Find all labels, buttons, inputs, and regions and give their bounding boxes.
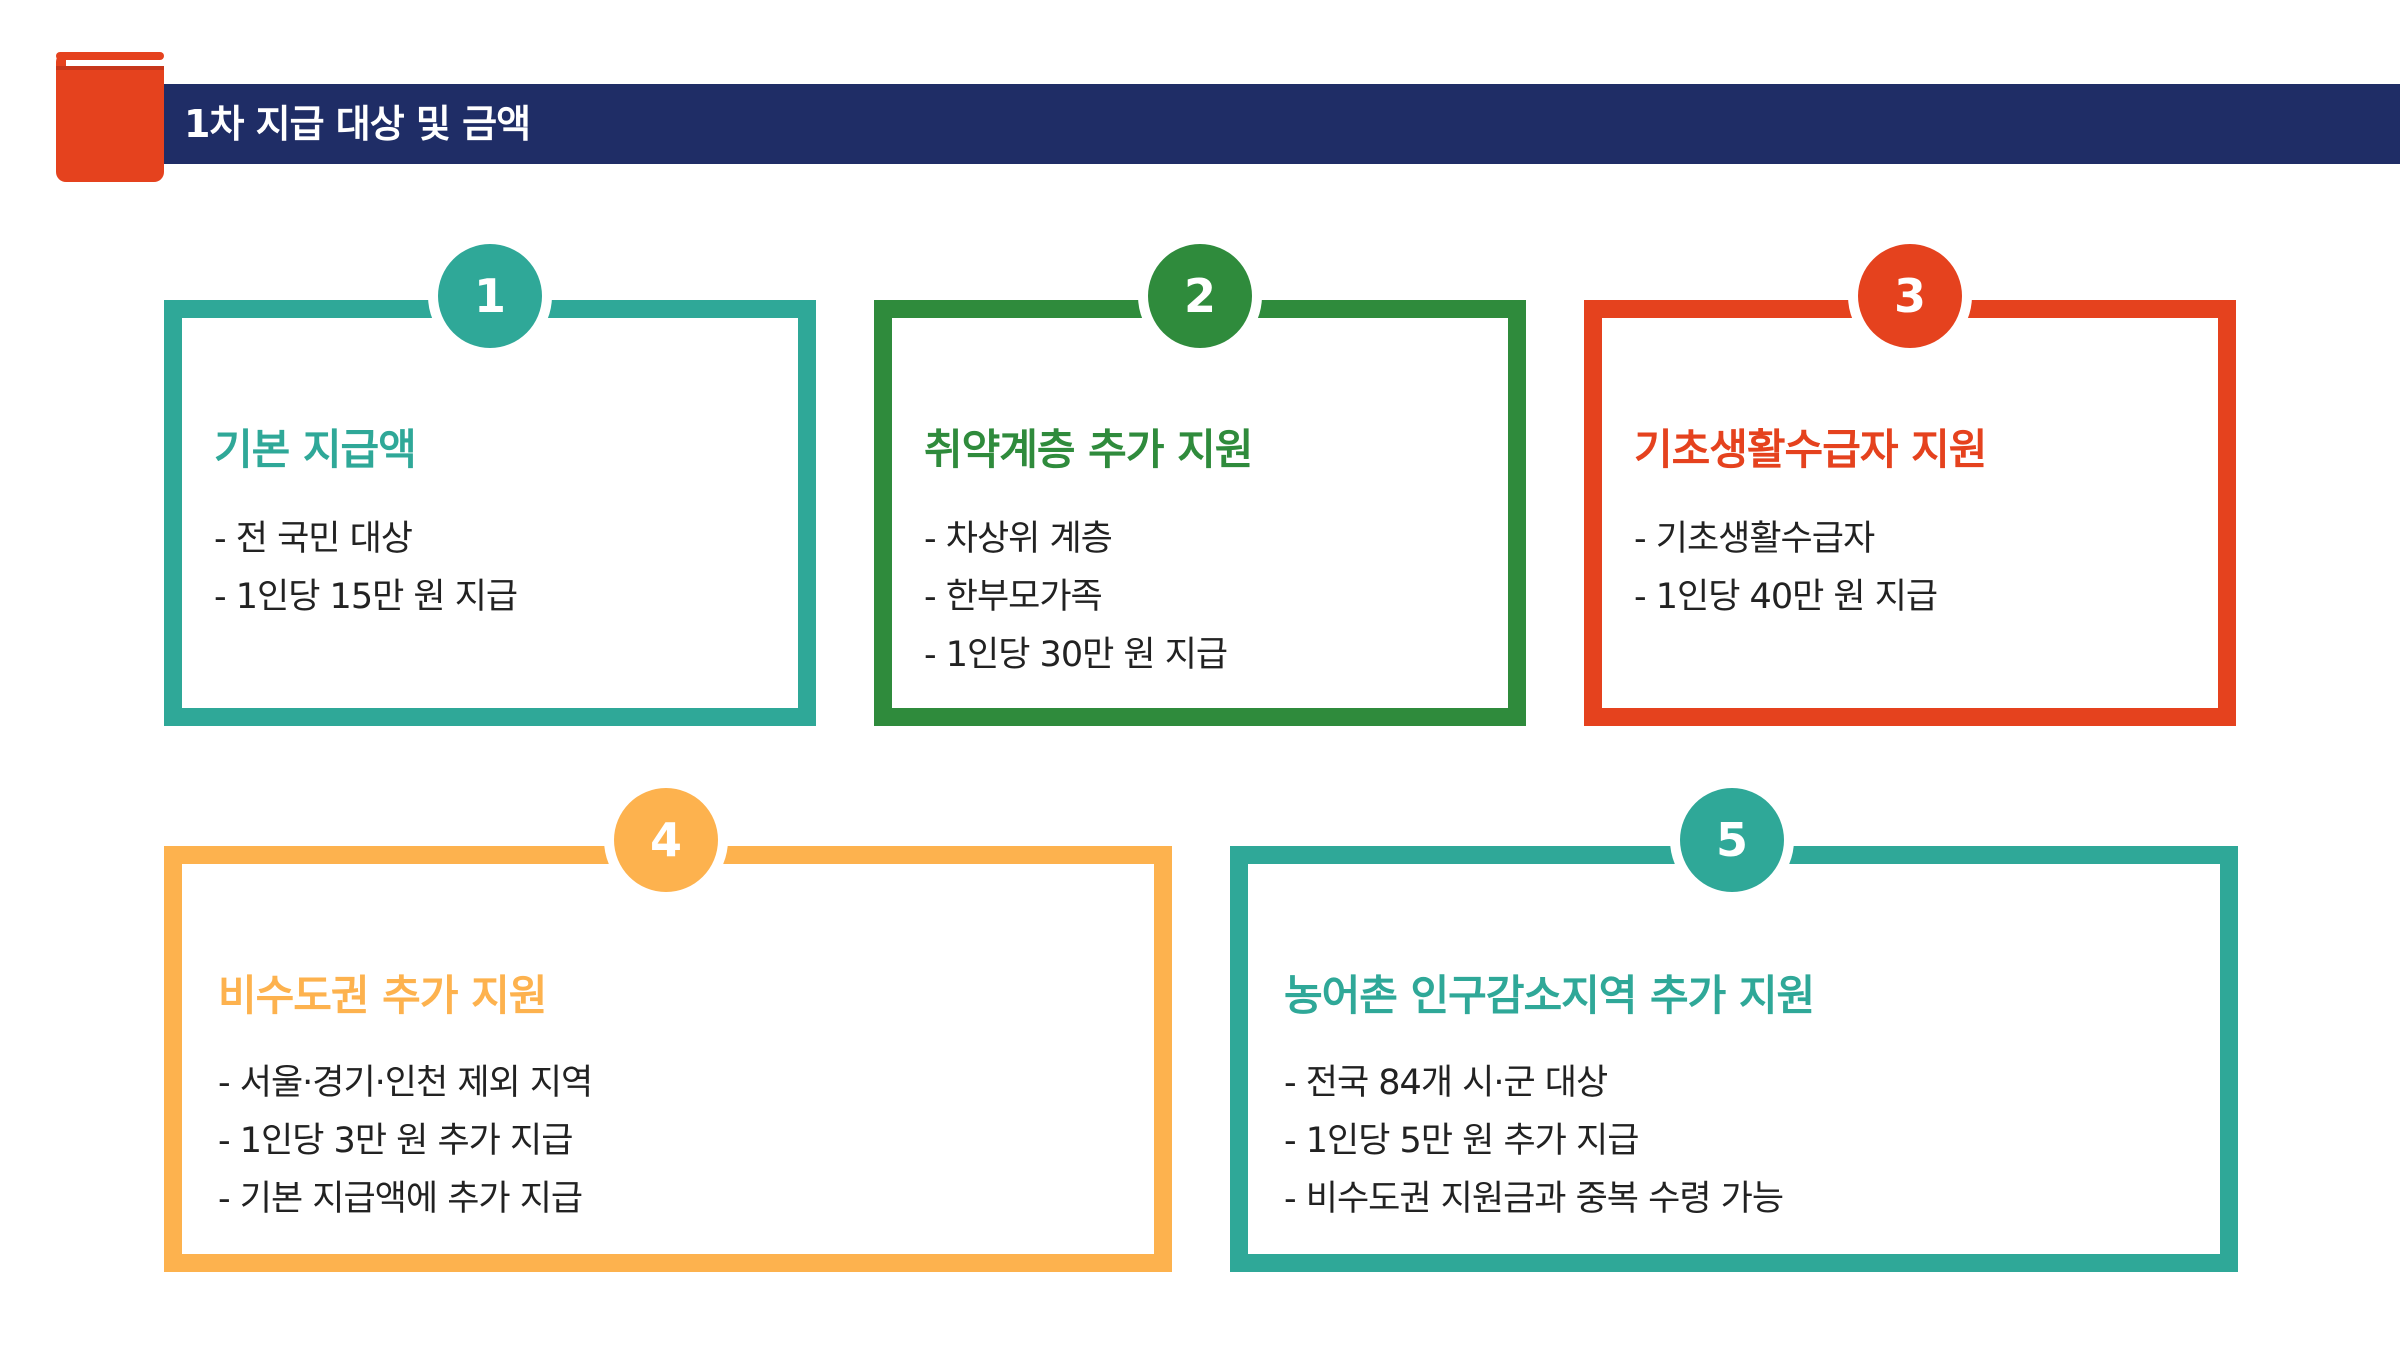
card-number: 3 <box>1858 244 1962 348</box>
card-title: 기본 지급액 <box>214 425 417 474</box>
card-number: 1 <box>438 244 542 348</box>
card-number: 2 <box>1148 244 1252 348</box>
card-detail-line: - 1인당 5만 원 추가 지급 <box>1284 1121 1639 1161</box>
card-number: 4 <box>614 788 718 892</box>
book-icon <box>56 52 164 182</box>
page-title: 1차 지급 대상 및 금액 <box>184 102 531 146</box>
card-details: - 서울·경기·인천 제외 지역 - 1인당 3만 원 추가 지급 - 기본 지… <box>218 1054 593 1228</box>
header-bar <box>158 84 2400 164</box>
card-details: - 차상위 계층 - 한부모가족 - 1인당 30만 원 지급 <box>924 510 1228 684</box>
card-detail-line: - 비수도권 지원금과 중복 수령 가능 <box>1284 1179 1784 1219</box>
card-detail-line: - 전 국민 대상 <box>214 519 413 559</box>
card-detail-line: - 전국 84개 시·군 대상 <box>1284 1063 1608 1103</box>
card-detail-line: - 서울·경기·인천 제외 지역 <box>218 1063 593 1103</box>
card-rural-support <box>1230 846 2238 1272</box>
card-detail-line: - 1인당 3만 원 추가 지급 <box>218 1121 573 1161</box>
card-title: 농어촌 인구감소지역 추가 지원 <box>1284 971 1815 1020</box>
card-title: 기초생활수급자 지원 <box>1634 425 1987 474</box>
card-basic-livelihood-support <box>1584 300 2236 726</box>
card-basic-payment <box>164 300 816 726</box>
card-detail-line: - 1인당 30만 원 지급 <box>924 635 1228 675</box>
card-detail-line: - 차상위 계층 <box>924 519 1113 559</box>
card-number-badge: 4 <box>604 778 728 902</box>
card-detail-line: - 1인당 40만 원 지급 <box>1634 577 1938 617</box>
card-number-badge: 3 <box>1848 234 1972 358</box>
card-number-badge: 1 <box>428 234 552 358</box>
card-details: - 전국 84개 시·군 대상 - 1인당 5만 원 추가 지급 - 비수도권 … <box>1284 1054 1784 1228</box>
card-details: - 기초생활수급자 - 1인당 40만 원 지급 <box>1634 510 1938 626</box>
card-title: 취약계층 추가 지원 <box>924 425 1253 474</box>
card-detail-line: - 기본 지급액에 추가 지급 <box>218 1179 583 1219</box>
card-number-badge: 2 <box>1138 234 1262 358</box>
card-detail-line: - 한부모가족 <box>924 577 1103 617</box>
card-detail-line: - 기초생활수급자 <box>1634 519 1875 559</box>
card-number-badge: 5 <box>1670 778 1794 902</box>
card-details: - 전 국민 대상 - 1인당 15만 원 지급 <box>214 510 518 626</box>
card-title: 비수도권 추가 지원 <box>218 971 547 1020</box>
card-non-capital-support <box>164 846 1172 1272</box>
card-detail-line: - 1인당 15만 원 지급 <box>214 577 518 617</box>
card-number: 5 <box>1680 788 1784 892</box>
